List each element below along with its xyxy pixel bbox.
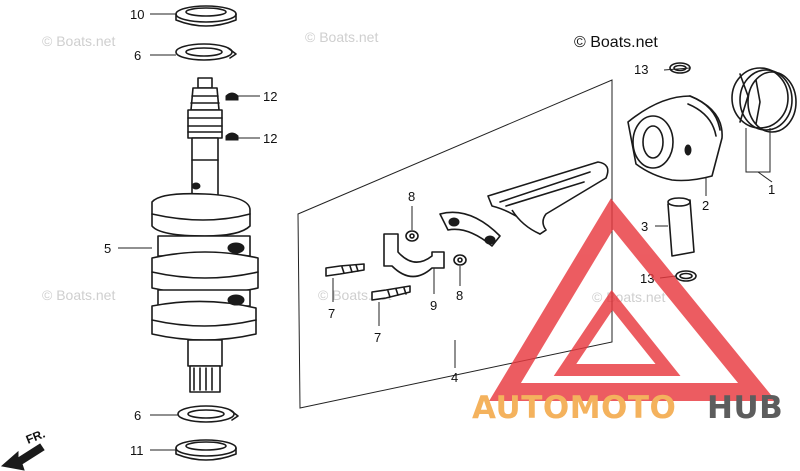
callout-6: 6 — [134, 408, 141, 423]
connecting-rod-part — [325, 161, 609, 301]
callouts: 10 6 12 12 5 6 11 8 8 9 7 7 4 13 13 3 2 … — [104, 7, 775, 458]
logo-text-left: AUTOMOTO — [472, 390, 676, 426]
assembly-boundary — [297, 79, 613, 409]
watermark: © Boats.net — [42, 33, 115, 49]
automotohub-logo: AUTOMOTO HUB — [472, 198, 783, 426]
callout-4: 4 — [451, 370, 458, 385]
piston-part — [627, 62, 797, 282]
logo-inner-triangle-icon — [553, 289, 681, 376]
callout-9: 9 — [430, 298, 437, 313]
watermark: © Boats.net — [42, 287, 115, 303]
callout-2: 2 — [702, 198, 709, 213]
callout-8: 8 — [408, 189, 415, 204]
watermark: © Boats.net — [305, 29, 378, 45]
front-direction-indicator: FR. — [0, 427, 47, 471]
callout-10: 10 — [130, 7, 144, 22]
callout-13: 13 — [634, 62, 648, 77]
callout-8: 8 — [456, 288, 463, 303]
callout-11: 11 — [130, 443, 144, 458]
callout-1: 1 — [768, 182, 775, 197]
arrow-icon — [0, 443, 45, 471]
direction-label: FR. — [24, 427, 47, 447]
logo-text-right: HUB — [707, 390, 783, 426]
leader-lines — [118, 13, 773, 451]
callout-6: 6 — [134, 48, 141, 63]
callout-3: 3 — [641, 219, 648, 234]
callout-12: 12 — [263, 89, 277, 104]
callout-12: 12 — [263, 131, 277, 146]
callout-5: 5 — [104, 241, 111, 256]
callout-7: 7 — [374, 330, 381, 345]
copyright-label: © Boats.net — [574, 34, 658, 51]
logo-triangle-icon — [489, 198, 776, 401]
crankshaft-part — [151, 5, 259, 461]
watermark: © Boats.net — [592, 289, 665, 305]
callout-7: 7 — [328, 306, 335, 321]
